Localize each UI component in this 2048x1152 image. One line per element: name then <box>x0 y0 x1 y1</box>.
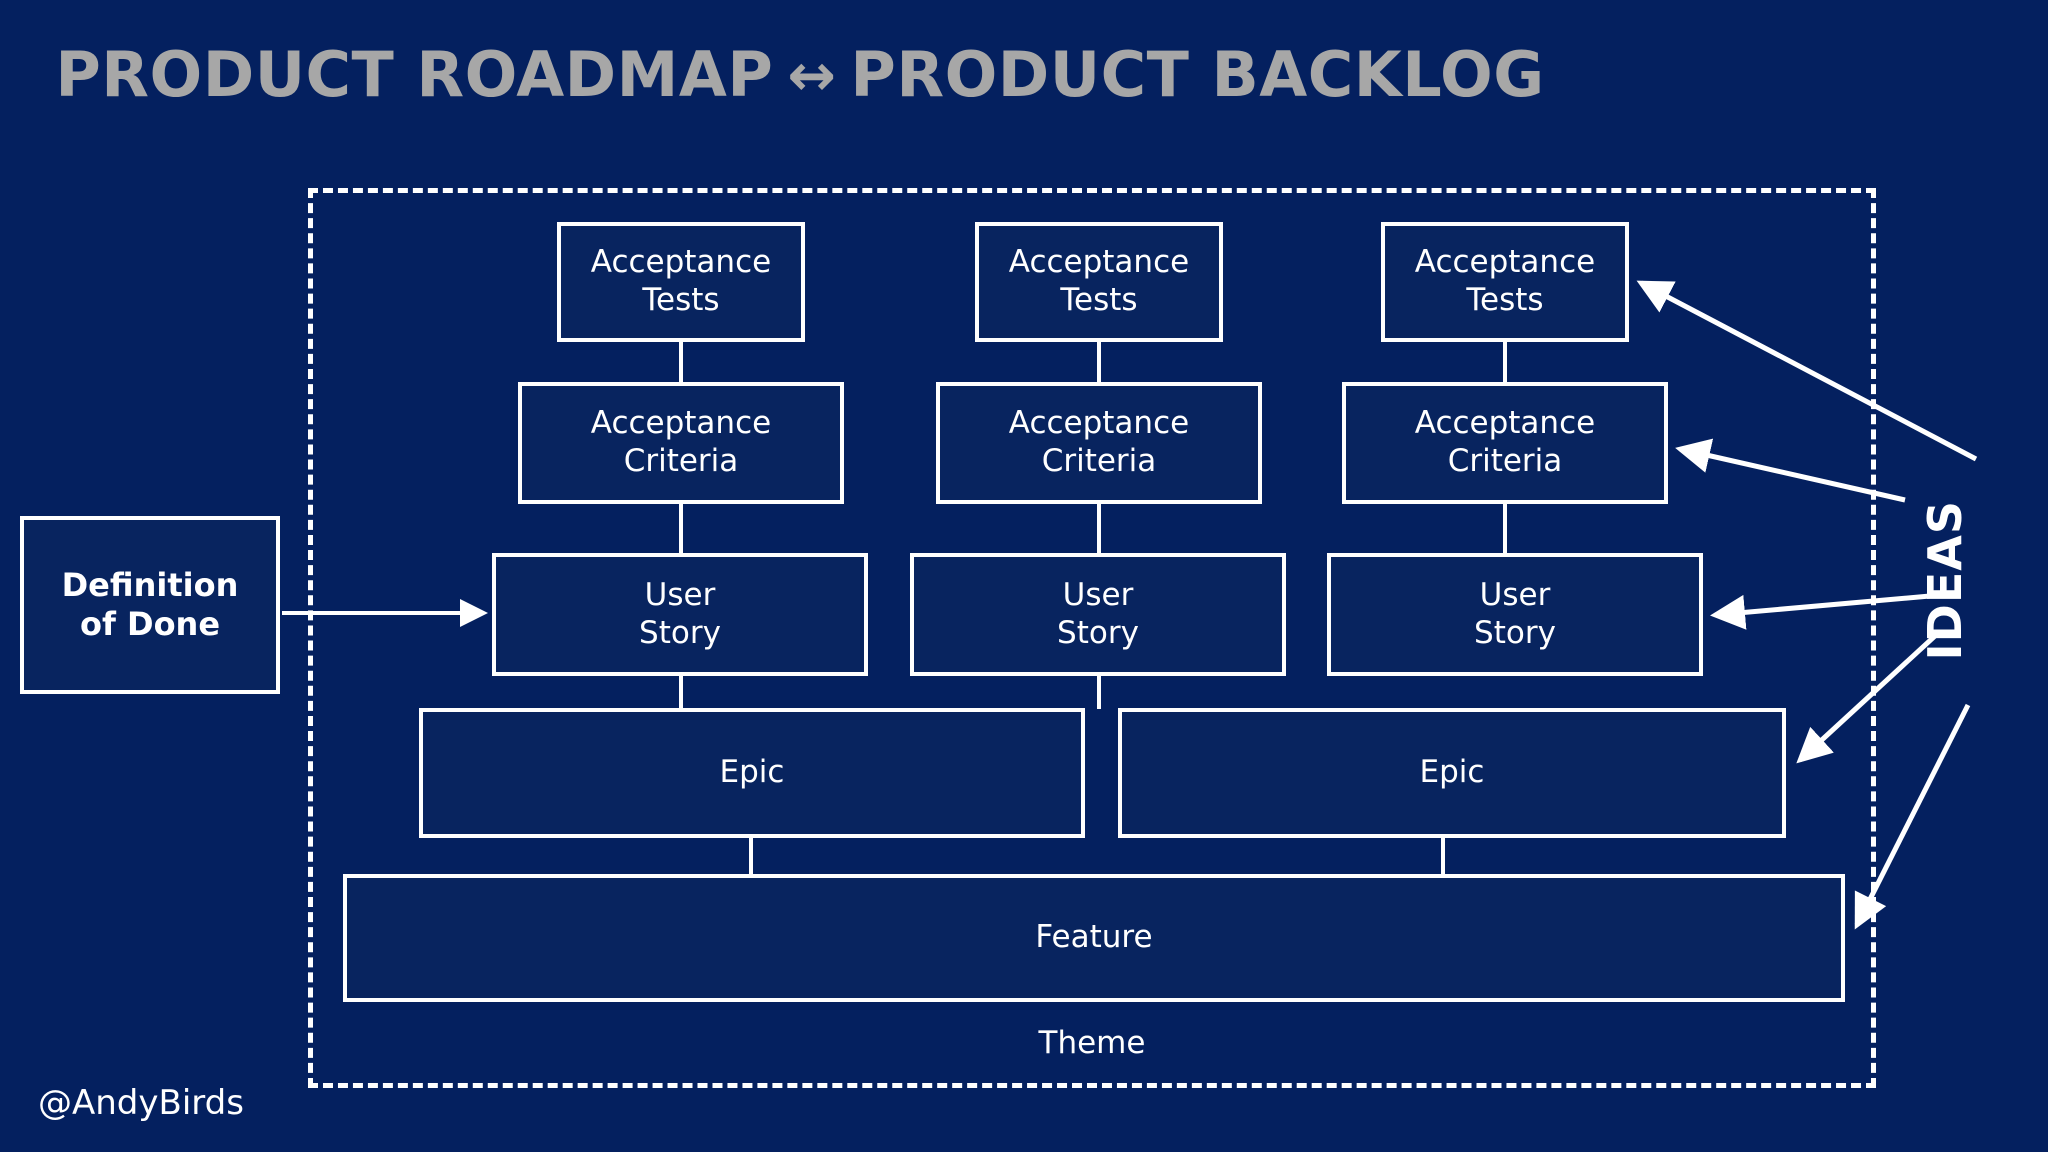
connector-ac-to-us-col3 <box>1503 503 1507 553</box>
connector-at-to-ac-col3 <box>1503 340 1507 382</box>
feature-box[interactable]: Feature <box>343 874 1845 1002</box>
page-title: PRODUCT ROADMAP↔PRODUCT BACKLOG <box>0 38 1600 111</box>
epic-box-left[interactable]: Epic <box>419 708 1085 838</box>
title-right-text: PRODUCT BACKLOG <box>850 38 1545 111</box>
connector-at-to-ac-col1 <box>679 340 683 382</box>
acceptance-criteria-box-col2[interactable]: Acceptance Criteria <box>936 382 1262 504</box>
definition-of-done-box[interactable]: Definition of Done <box>20 516 280 694</box>
user-story-box-col1[interactable]: User Story <box>492 553 868 676</box>
epic-box-right[interactable]: Epic <box>1118 708 1786 838</box>
acceptance-criteria-box-col3[interactable]: Acceptance Criteria <box>1342 382 1668 504</box>
acceptance-tests-box-col1[interactable]: Acceptance Tests <box>557 222 805 342</box>
connector-ac-to-us-col2 <box>1097 503 1101 553</box>
user-story-box-col2[interactable]: User Story <box>910 553 1286 676</box>
ideas-label: IDEAS <box>1918 500 1972 661</box>
acceptance-tests-box-col3[interactable]: Acceptance Tests <box>1381 222 1629 342</box>
bidirectional-arrow-icon: ↔ <box>787 40 837 109</box>
acceptance-tests-box-col2[interactable]: Acceptance Tests <box>975 222 1223 342</box>
connector-us-to-epic-col1 <box>679 675 683 709</box>
watermark: @AndyBirds <box>38 1083 244 1123</box>
theme-label: Theme <box>1038 1025 1146 1061</box>
title-left-text: PRODUCT ROADMAP <box>55 38 774 111</box>
user-story-box-col3[interactable]: User Story <box>1327 553 1703 676</box>
acceptance-criteria-box-col1[interactable]: Acceptance Criteria <box>518 382 844 504</box>
connector-us-to-epic-col2 <box>1097 675 1101 709</box>
connector-ac-to-us-col1 <box>679 503 683 553</box>
connector-at-to-ac-col2 <box>1097 340 1101 382</box>
connector-epic-right-to-feature <box>1441 838 1445 874</box>
connector-epic-left-to-feature <box>749 838 753 874</box>
